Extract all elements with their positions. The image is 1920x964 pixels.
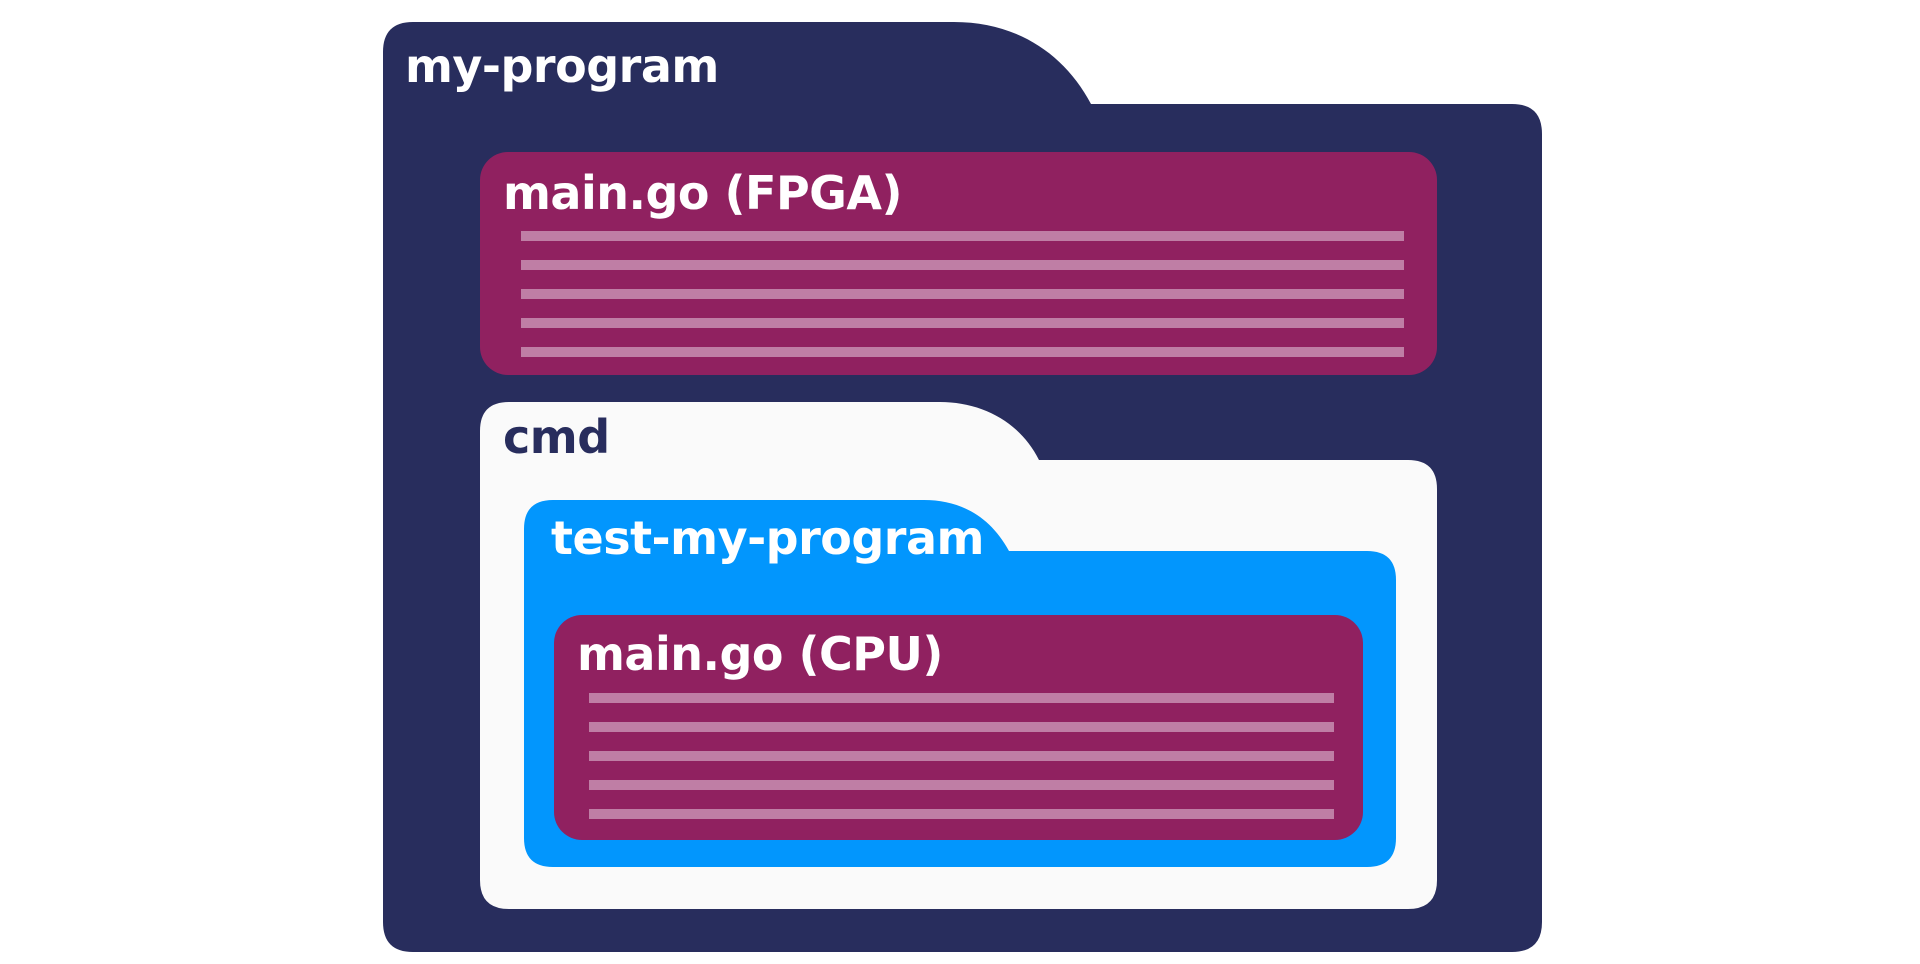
- cpu-file-label: main.go (CPU): [577, 627, 943, 681]
- cpu-file-text-line: [589, 722, 1334, 732]
- fpga-file-text-line: [521, 231, 1404, 241]
- test-my-program-folder-label: test-my-program: [551, 511, 984, 565]
- fpga-file-label: main.go (FPGA): [503, 166, 903, 220]
- cpu-file-text-lines: [589, 693, 1334, 819]
- root-folder-label: my-program: [405, 39, 719, 93]
- fpga-file-text-line: [521, 260, 1404, 270]
- cpu-file-text-line: [589, 780, 1334, 790]
- cpu-file-text-line: [589, 751, 1334, 761]
- cmd-folder-label: cmd: [503, 410, 610, 464]
- cpu-file-text-line: [589, 809, 1334, 819]
- fpga-file-text-line: [521, 347, 1404, 357]
- fpga-file-text-lines: [521, 231, 1404, 357]
- cpu-file-text-line: [589, 693, 1334, 703]
- fpga-file-text-line: [521, 289, 1404, 299]
- fpga-file-text-line: [521, 318, 1404, 328]
